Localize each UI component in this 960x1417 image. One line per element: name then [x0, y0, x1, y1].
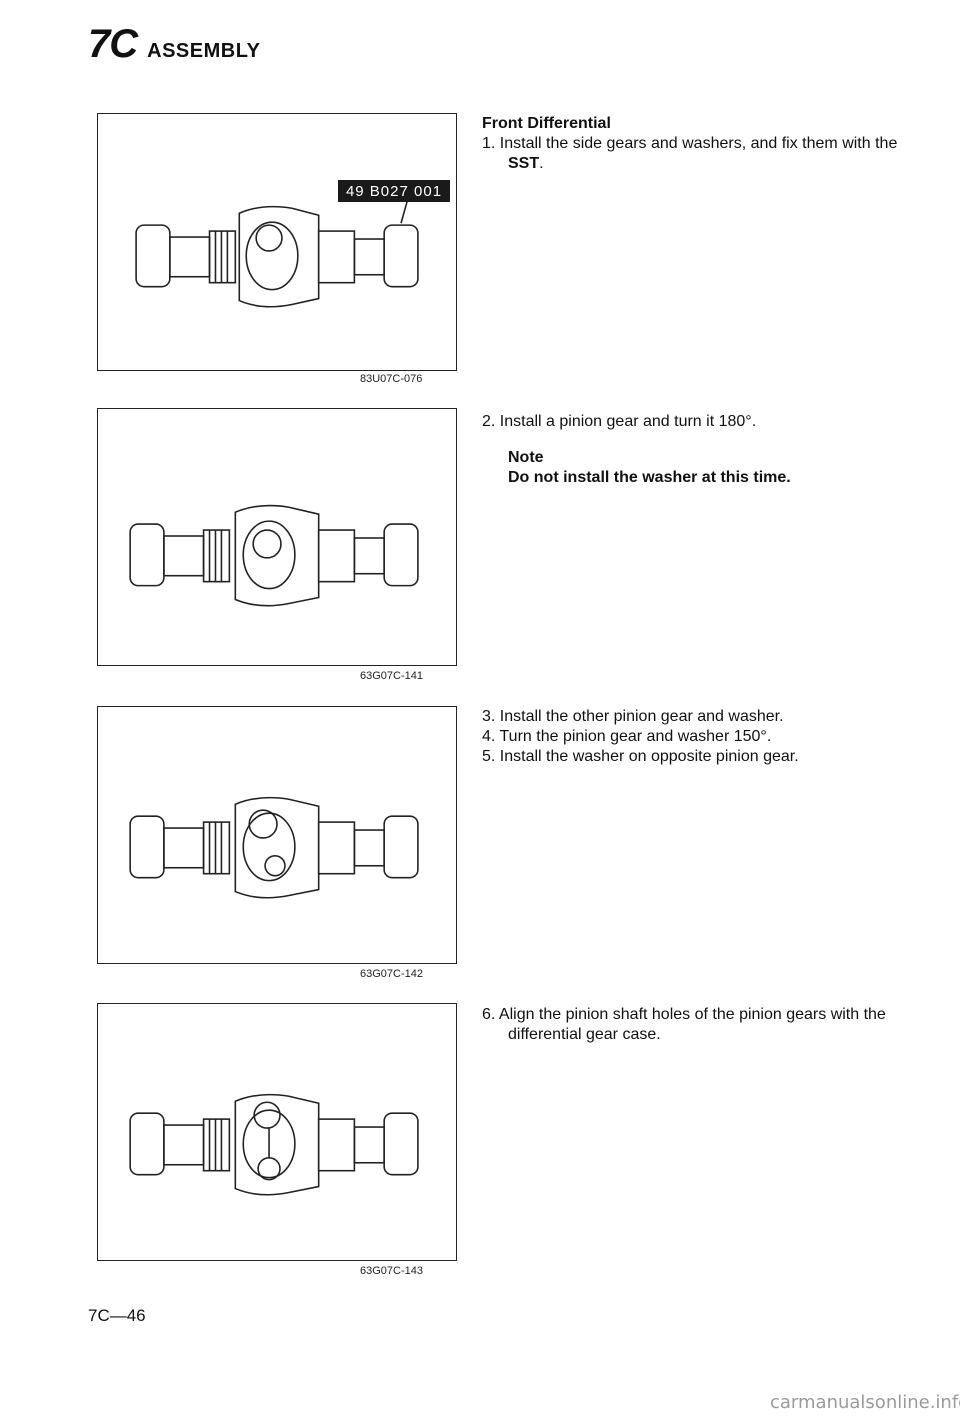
figure-3-code: 63G07C-142 — [360, 968, 423, 980]
step-1-end: . — [539, 155, 544, 172]
step-2: 2. Install a pinion gear and turn it 180… — [482, 413, 757, 430]
figure-4 — [97, 1003, 457, 1261]
differential-illustration-2 — [129, 504, 419, 607]
differential-illustration-4 — [129, 1093, 419, 1196]
figure-2-code: 63G07C-141 — [360, 670, 423, 682]
step-5: 5. Install the washer on opposite pinion… — [482, 748, 799, 765]
text-block-3: 3. Install the other pinion gear and was… — [482, 707, 902, 767]
section-heading: Front Differential — [482, 115, 611, 132]
figure-1-code: 83U07C-076 — [360, 373, 423, 385]
text-block-1: Front Differential 1. Install the side g… — [482, 114, 902, 174]
watermark: carmanualsonline.info — [770, 1392, 960, 1413]
differential-illustration-3 — [129, 796, 419, 899]
step-6: 6. Align the pinion shaft holes of the p… — [482, 1006, 886, 1043]
differential-illustration-1 — [135, 198, 419, 308]
step-1-sst: SST — [508, 155, 540, 172]
step-1-text: 1. Install the side gears and washers, a… — [482, 135, 898, 152]
figure-4-code: 63G07C-143 — [360, 1265, 423, 1277]
text-block-4: 6. Align the pinion shaft holes of the p… — [482, 1005, 902, 1045]
page-number: 7C—46 — [88, 1306, 146, 1325]
sst-label: 49 B027 001 — [338, 180, 450, 202]
figure-3 — [97, 706, 457, 964]
page-header: 7C ASSEMBLY — [88, 22, 260, 67]
text-block-2: 2. Install a pinion gear and turn it 180… — [482, 412, 902, 488]
chapter-number: 7C — [88, 22, 138, 66]
step-3: 3. Install the other pinion gear and was… — [482, 708, 784, 725]
note-body: Do not install the washer at this time. — [508, 469, 791, 486]
figure-1: 49 B027 001 — [97, 113, 457, 371]
figure-2 — [97, 408, 457, 666]
note-title: Note — [508, 449, 544, 466]
step-4: 4. Turn the pinion gear and washer 150°. — [482, 728, 772, 745]
section-title: ASSEMBLY — [147, 40, 261, 62]
step-1: 1. Install the side gears and washers, a… — [482, 134, 902, 174]
